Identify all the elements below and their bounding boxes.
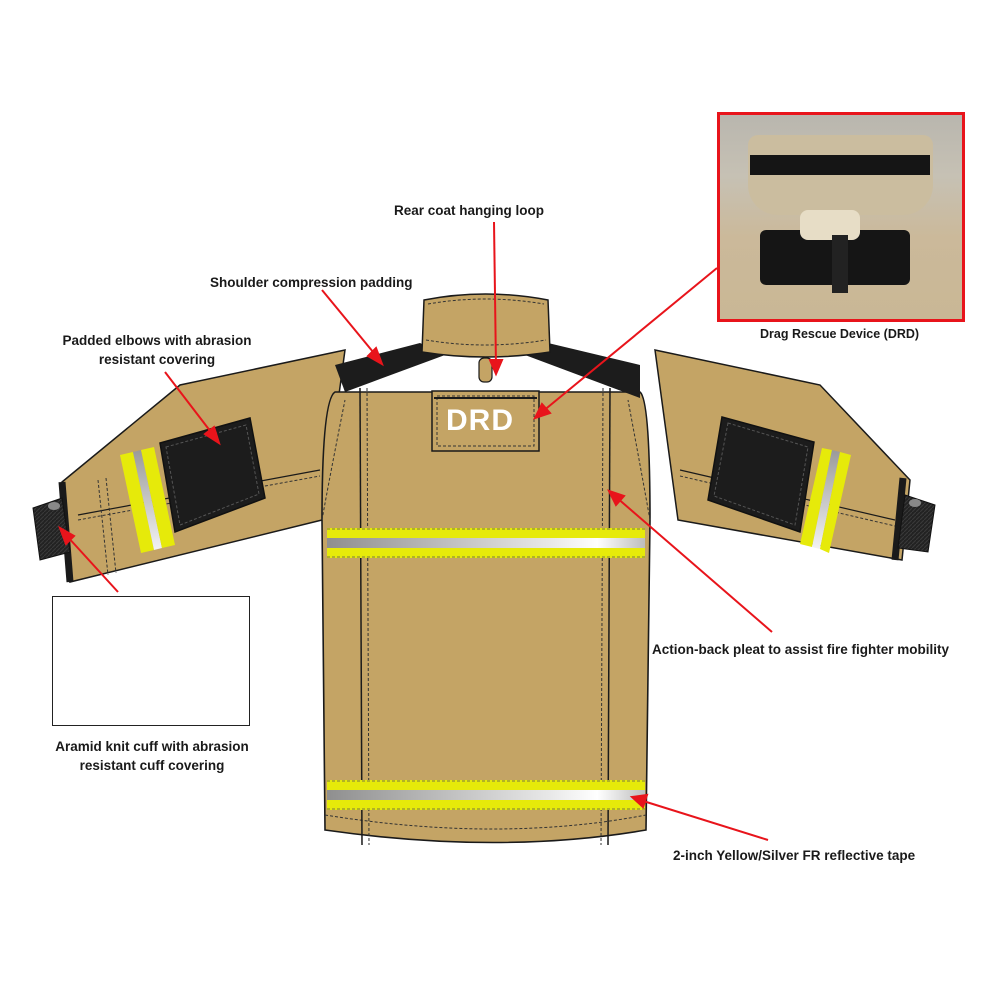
- callout-drd: Drag Rescue Device (DRD): [760, 327, 920, 341]
- right-elbow-pad: [707, 416, 815, 534]
- collar-photo: [748, 135, 933, 215]
- drd-strap: [800, 210, 860, 240]
- callout-padded-elbows-line2: resistant covering: [98, 352, 216, 367]
- callout-padded-elbows: Padded elbows with abrasion resistant co…: [54, 331, 260, 369]
- hanging-loop: [478, 357, 493, 383]
- callout-padded-elbows-line1: Padded elbows with abrasion: [62, 333, 252, 348]
- callout-hanging-loop: Rear coat hanging loop: [394, 203, 545, 218]
- drd-inset-photo: [717, 112, 965, 322]
- right-sleeve: [654, 349, 936, 561]
- left-elbow-pad: [159, 417, 266, 534]
- callout-reflective-tape: 2-inch Yellow/Silver FR reflective tape: [673, 848, 916, 863]
- callout-knit-cuff-line2: resistant cuff covering: [79, 758, 225, 773]
- left-knit-cuff: [32, 497, 71, 561]
- coat-body: [321, 387, 651, 846]
- right-sleeve-reflective-tape: [800, 448, 851, 553]
- collar: [421, 293, 551, 358]
- left-sleeve-reflective-tape: [120, 447, 175, 553]
- shoulder-padding: [335, 343, 640, 398]
- left-sleeve: [32, 349, 346, 583]
- callout-shoulder-padding: Shoulder compression padding: [210, 275, 413, 290]
- collar-velcro-strip: [750, 155, 930, 175]
- callout-knit-cuff: Aramid knit cuff with abrasion resistant…: [42, 737, 262, 775]
- upper-body-reflective-tape: [327, 528, 645, 558]
- drd-patch-text: DRD: [446, 404, 514, 437]
- callout-arrows: [58, 221, 773, 841]
- hem-reflective-tape: [327, 780, 645, 810]
- callout-action-back-pleat: Action-back pleat to assist fire fighter…: [652, 642, 950, 657]
- drd-handle: [832, 235, 848, 293]
- callout-knit-cuff-line1: Aramid knit cuff with abrasion: [55, 739, 249, 754]
- right-knit-cuff: [897, 494, 936, 553]
- cuff-inset-box: [52, 596, 250, 726]
- drd-patch: [431, 390, 540, 452]
